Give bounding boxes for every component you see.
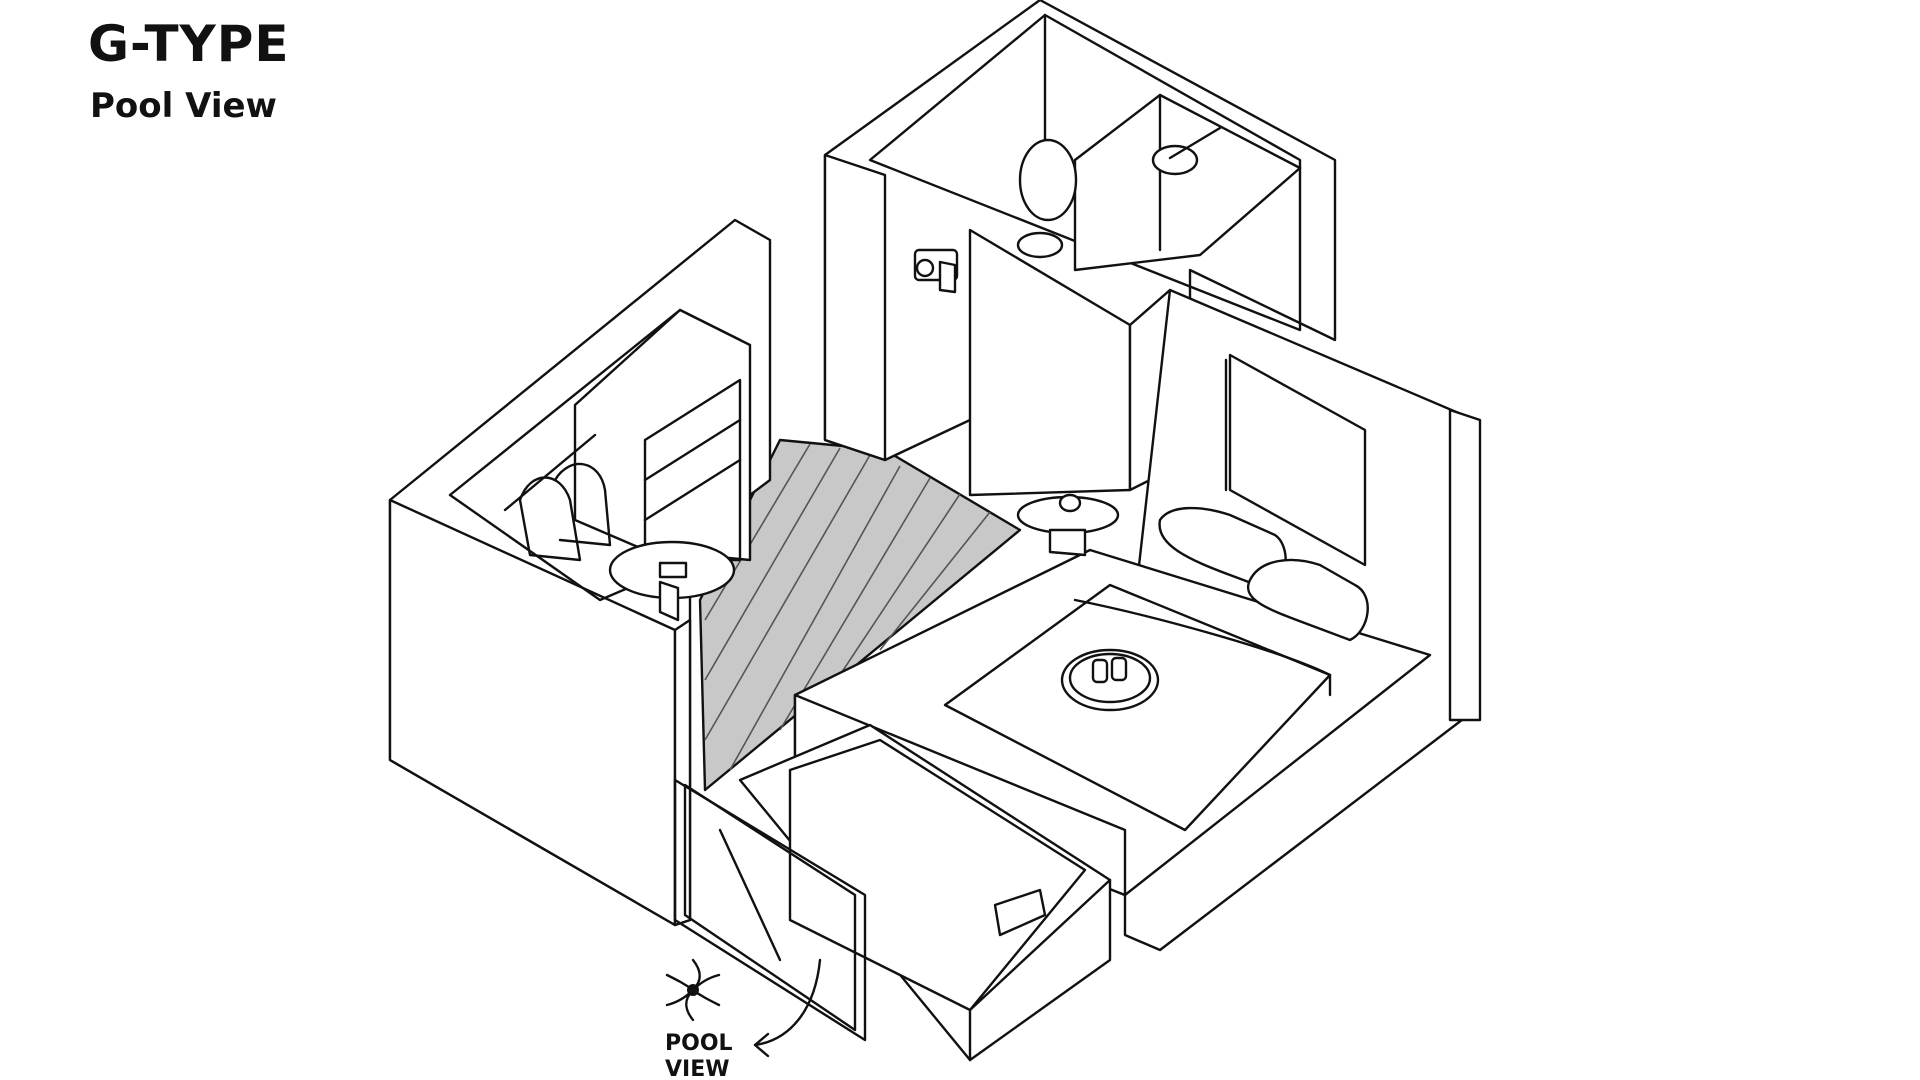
toilet bbox=[1016, 138, 1078, 259]
pillow-right bbox=[1246, 558, 1369, 642]
side-table bbox=[608, 540, 736, 622]
room-view-subtitle: Pool View bbox=[90, 86, 277, 126]
glass-door bbox=[673, 778, 867, 1042]
shelving-unit bbox=[573, 308, 752, 562]
bathroom bbox=[823, 0, 1337, 497]
shower-head bbox=[1151, 126, 1222, 176]
bathrobes bbox=[503, 433, 612, 562]
pinwheel-icon bbox=[665, 958, 721, 1022]
room-type-title: G-TYPE bbox=[88, 15, 290, 73]
pool-view-marker: POOL VIEW bbox=[665, 958, 822, 1080]
tray-with-cups bbox=[1060, 648, 1160, 712]
nightstand bbox=[1016, 493, 1120, 557]
bathtub bbox=[738, 723, 1112, 1062]
pool-view-label-line2: VIEW bbox=[665, 1057, 730, 1080]
toilet-paper-holder bbox=[913, 248, 959, 294]
pool-view-label-line1: POOL bbox=[665, 1031, 733, 1056]
floor-strip bbox=[698, 438, 1022, 792]
